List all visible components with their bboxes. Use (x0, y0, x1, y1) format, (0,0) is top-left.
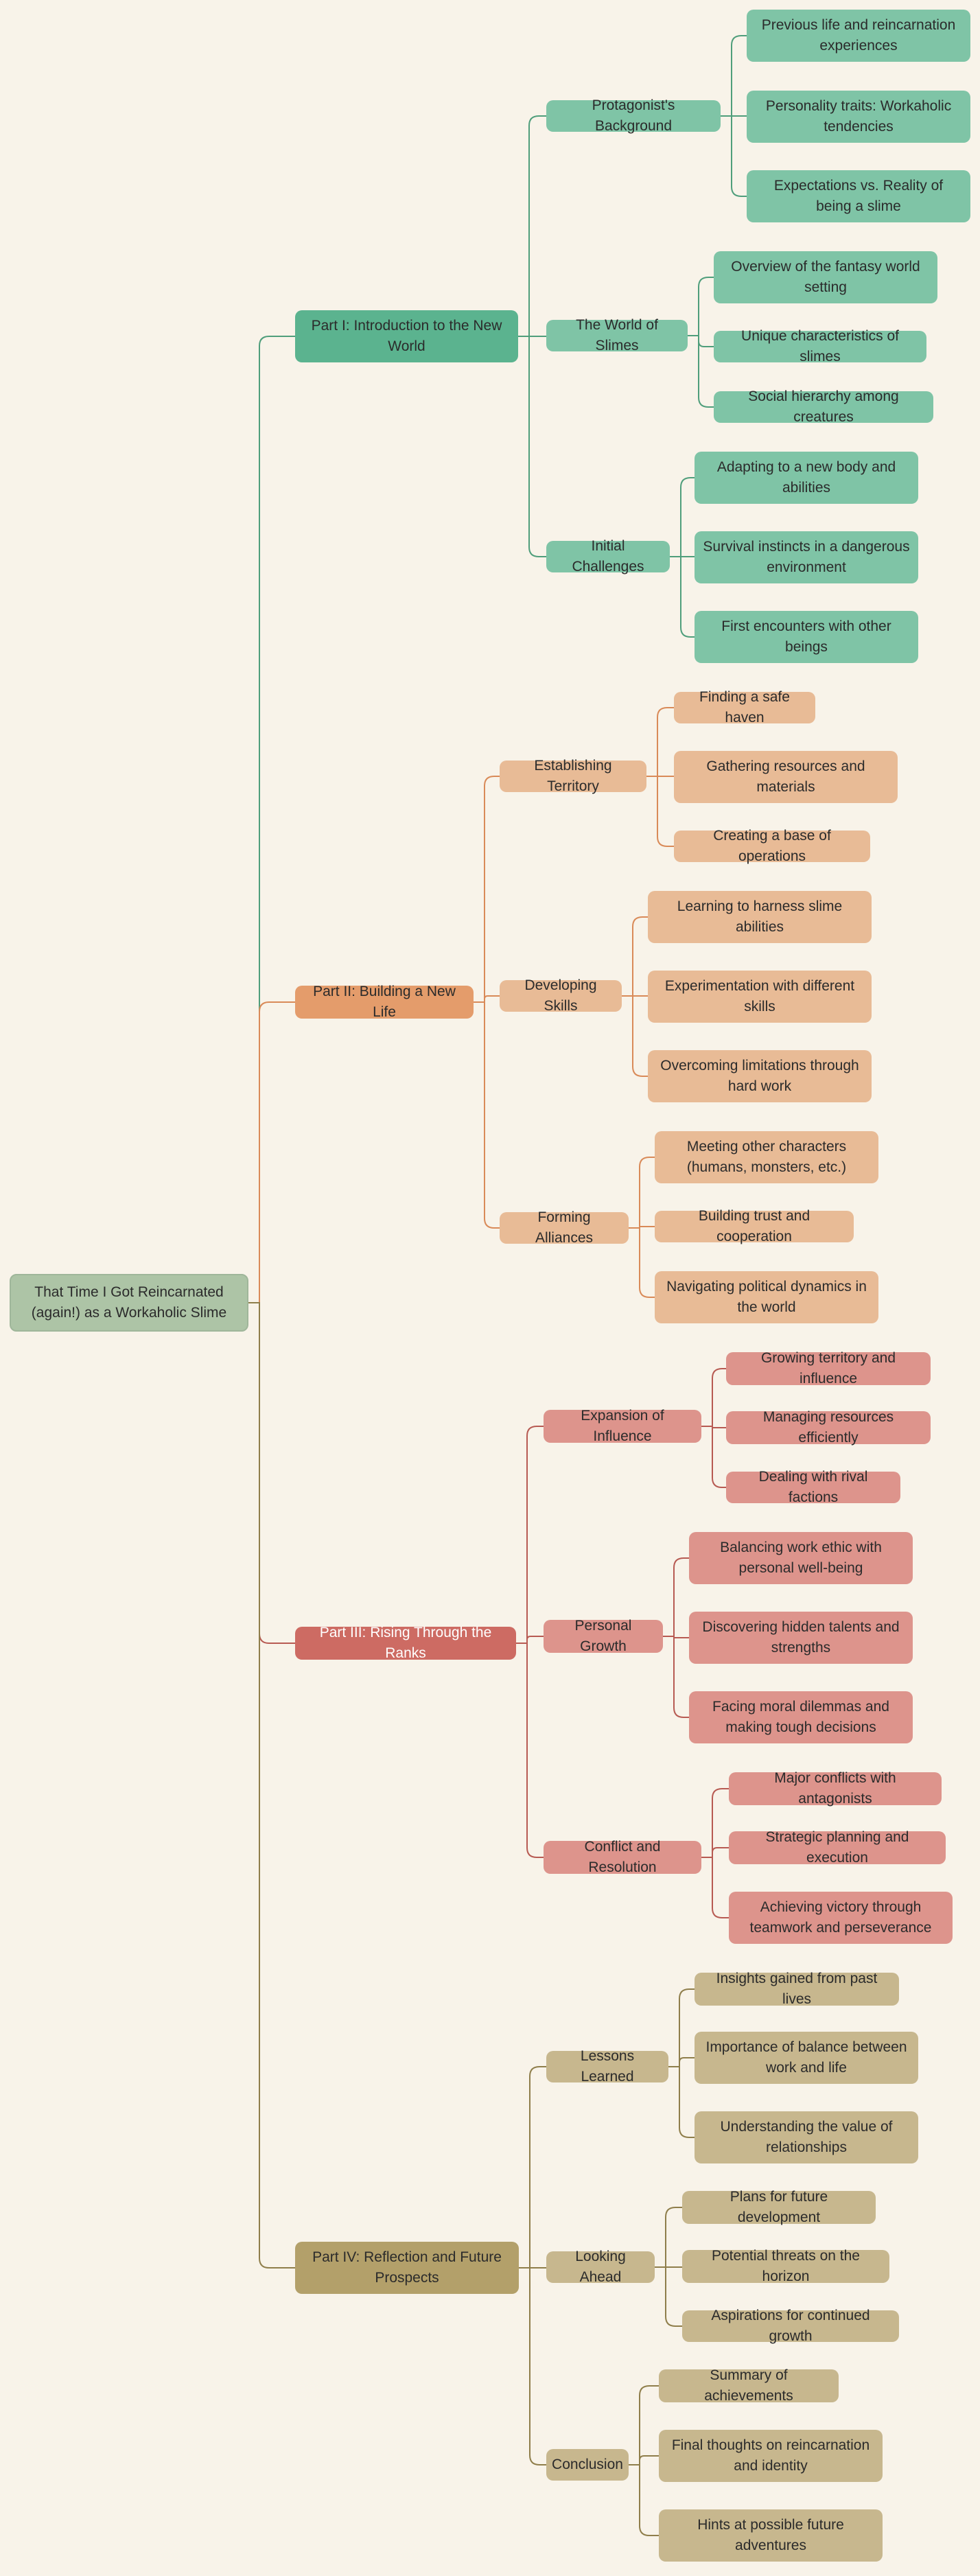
topic-node-conclusion: Conclusion (546, 2449, 629, 2481)
leaf-node-developing-skills-3: Overcoming limitations through hard work (648, 1050, 872, 1102)
leaf-node-establishing-territory-3: Creating a base of operations (674, 828, 870, 864)
topic-node-forming-alliances: Forming Alliances (500, 1209, 629, 1246)
link-part-4-lessons-learned (519, 2066, 546, 2268)
link-the-world-of-slimes-2 (688, 335, 714, 347)
leaf-node-expansion-of-influence-1: Growing territory and influence (726, 1350, 931, 1386)
link-part-1-protagonist-s-background (518, 115, 546, 337)
link-looking-ahead-3 (655, 2266, 682, 2327)
leaf-node-conflict-and-resolution-1: Major conflicts with antagonists (729, 1770, 942, 1807)
leaf-node-conflict-and-resolution-2: Strategic planning and execution (729, 1829, 946, 1866)
topic-node-initial-challenges: Initial Challenges (546, 538, 670, 575)
leaf-node-initial-challenges-3: First encounters with other beings (695, 611, 918, 663)
link-conflict-and-resolution-2 (701, 1847, 729, 1858)
leaf-node-looking-ahead-1: Plans for future development (682, 2189, 876, 2225)
link-root-part-1 (248, 336, 295, 1303)
link-forming-alliances-1 (629, 1157, 655, 1229)
link-personal-growth-1 (663, 1557, 689, 1637)
topic-node-lessons-learned: Lessons Learned (546, 2048, 668, 2085)
leaf-node-lessons-learned-2: Importance of balance between work and l… (695, 2032, 918, 2084)
link-part-3-personal-growth (516, 1636, 544, 1644)
link-part-3-conflict-and-resolution (516, 1643, 544, 1858)
leaf-node-expansion-of-influence-3: Dealing with rival factions (726, 1469, 900, 1505)
leaf-node-establishing-territory-1: Finding a safe haven (674, 689, 815, 726)
root-node: That Time I Got Reincarnated (again!) as… (10, 1274, 248, 1332)
leaf-node-conclusion-2: Final thoughts on reincarnation and iden… (659, 2430, 883, 2482)
link-expansion-of-influence-3 (701, 1426, 726, 1488)
leaf-node-developing-skills-1: Learning to harness slime abilities (648, 891, 872, 943)
link-part-2-establishing-territory (474, 776, 500, 1003)
part-node-3: Part III: Rising Through the Ranks (295, 1625, 516, 1661)
link-looking-ahead-1 (655, 2207, 682, 2268)
link-conclusion-2 (629, 2455, 659, 2465)
link-lessons-learned-1 (668, 1988, 695, 2067)
leaf-node-forming-alliances-1: Meeting other characters (humans, monste… (655, 1131, 878, 1183)
leaf-node-lessons-learned-3: Understanding the value of relationships (695, 2111, 918, 2163)
link-initial-challenges-1 (670, 477, 695, 557)
topic-node-expansion-of-influence: Expansion of Influence (544, 1408, 701, 1444)
link-part-2-developing-skills (474, 995, 500, 1003)
leaf-node-personal-growth-3: Facing moral dilemmas and making tough d… (689, 1691, 913, 1743)
link-part-1-initial-challenges (518, 336, 546, 557)
link-personal-growth-3 (663, 1636, 689, 1718)
topic-node-developing-skills: Developing Skills (500, 977, 622, 1014)
link-lessons-learned-2 (668, 2057, 695, 2067)
link-root-part-2 (248, 1001, 295, 1303)
leaf-node-looking-ahead-3: Aspirations for continued growth (682, 2308, 899, 2344)
link-developing-skills-3 (622, 995, 648, 1077)
leaf-node-expansion-of-influence-2: Managing resources efficiently (726, 1409, 931, 1446)
part-node-1: Part I: Introduction to the New World (295, 310, 518, 362)
link-developing-skills-1 (622, 916, 648, 997)
link-the-world-of-slimes-1 (688, 277, 714, 336)
link-establishing-territory-3 (646, 776, 674, 847)
link-protagonist-s-background-3 (721, 115, 747, 197)
topic-node-personal-growth: Personal Growth (544, 1618, 663, 1654)
link-lessons-learned-3 (668, 2066, 695, 2138)
link-conflict-and-resolution-1 (701, 1788, 729, 1858)
part-node-2: Part II: Building a New Life (295, 984, 474, 1020)
link-conclusion-3 (629, 2464, 659, 2536)
link-establishing-territory-1 (646, 707, 674, 777)
leaf-node-lessons-learned-1: Insights gained from past lives (695, 1971, 899, 2007)
link-root-part-4 (248, 1302, 295, 2268)
topic-node-the-world-of-slimes: The World of Slimes (546, 317, 688, 353)
leaf-node-the-world-of-slimes-2: Unique characteristics of slimes (714, 328, 926, 364)
leaf-node-protagonist-s-background-2: Personality traits: Workaholic tendencie… (747, 91, 970, 143)
leaf-node-establishing-territory-2: Gathering resources and materials (674, 751, 898, 803)
leaf-node-personal-growth-1: Balancing work ethic with personal well-… (689, 1532, 913, 1584)
leaf-node-protagonist-s-background-1: Previous life and reincarnation experien… (747, 10, 970, 62)
part-node-4: Part IV: Reflection and Future Prospects (295, 2242, 519, 2294)
topic-node-looking-ahead: Looking Ahead (546, 2249, 655, 2285)
leaf-node-the-world-of-slimes-1: Overview of the fantasy world setting (714, 251, 937, 303)
leaf-node-conclusion-3: Hints at possible future adventures (659, 2509, 883, 2562)
leaf-node-conclusion-1: Summary of achievements (659, 2367, 839, 2404)
link-forming-alliances-2 (629, 1226, 655, 1229)
topic-node-establishing-territory: Establishing Territory (500, 758, 646, 794)
topic-node-conflict-and-resolution: Conflict and Resolution (544, 1839, 701, 1875)
leaf-node-looking-ahead-2: Potential threats on the horizon (682, 2248, 889, 2284)
leaf-node-forming-alliances-2: Building trust and cooperation (655, 1208, 854, 1244)
leaf-node-initial-challenges-1: Adapting to a new body and abilities (695, 452, 918, 504)
leaf-node-initial-challenges-2: Survival instincts in a dangerous enviro… (695, 531, 918, 583)
link-part-2-forming-alliances (474, 1001, 500, 1229)
link-conflict-and-resolution-3 (701, 1857, 729, 1918)
leaf-node-the-world-of-slimes-3: Social hierarchy among creatures (714, 388, 933, 425)
topic-node-protagonist-s-background: Protagonist's Background (546, 97, 721, 134)
link-part-3-expansion-of-influence (516, 1426, 544, 1644)
link-root-part-3 (248, 1302, 295, 1644)
leaf-node-forming-alliances-3: Navigating political dynamics in the wor… (655, 1271, 878, 1323)
leaf-node-protagonist-s-background-3: Expectations vs. Reality of being a slim… (747, 170, 970, 222)
leaf-node-personal-growth-2: Discovering hidden talents and strengths (689, 1612, 913, 1664)
link-protagonist-s-background-1 (721, 35, 747, 117)
link-the-world-of-slimes-3 (688, 335, 714, 408)
leaf-node-conflict-and-resolution-3: Achieving victory through teamwork and p… (729, 1892, 953, 1944)
link-initial-challenges-3 (670, 556, 695, 638)
link-forming-alliances-3 (629, 1227, 655, 1298)
link-part-4-conclusion (519, 2267, 546, 2465)
leaf-node-developing-skills-2: Experimentation with different skills (648, 971, 872, 1023)
link-expansion-of-influence-1 (701, 1368, 726, 1427)
link-conclusion-1 (629, 2385, 659, 2465)
